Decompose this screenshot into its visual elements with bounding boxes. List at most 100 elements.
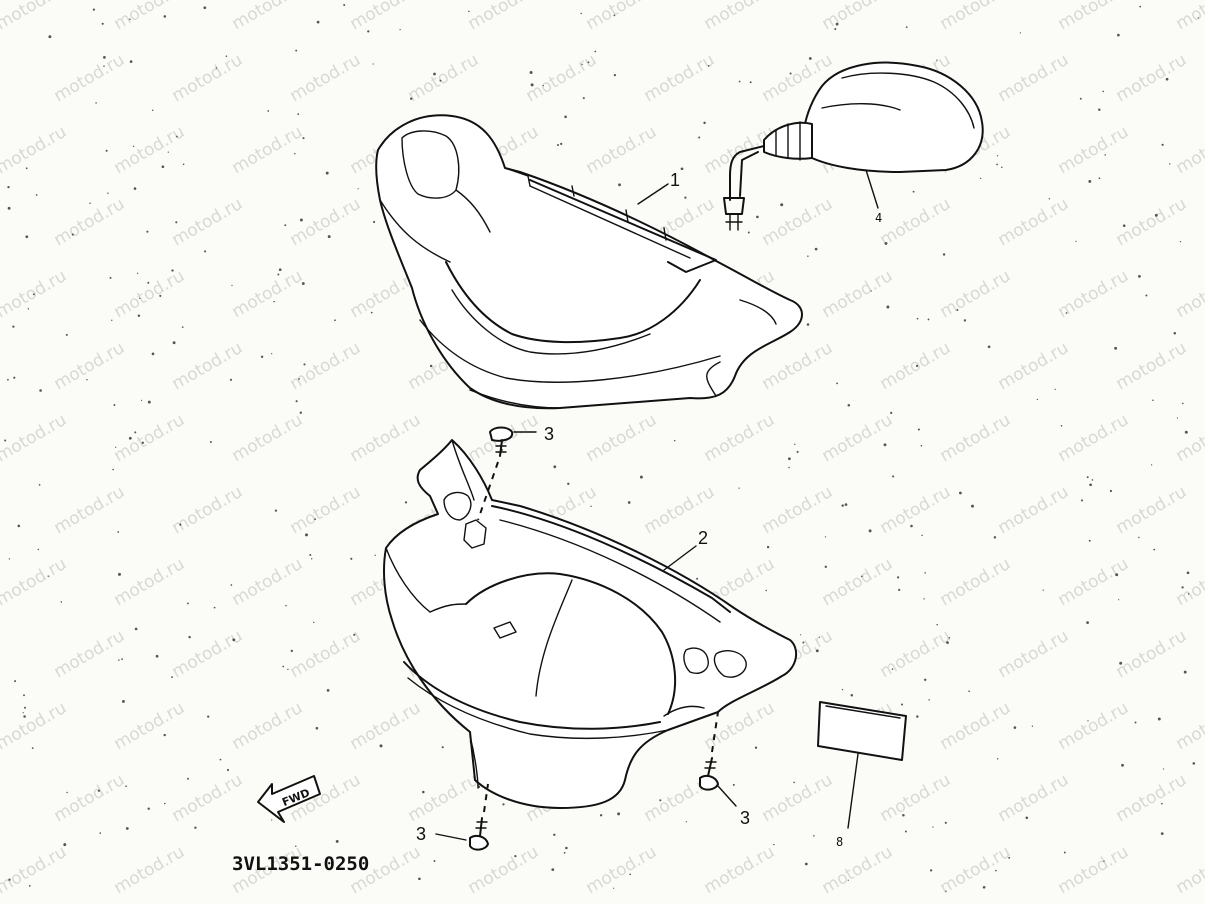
watermark-text: motod.ru [937, 0, 1015, 34]
speckle-dot [945, 890, 947, 892]
watermark-text: motod.ru [111, 842, 189, 898]
watermark-text: motod.ru [287, 50, 365, 106]
speckle-dot [1086, 476, 1089, 479]
speckle-dot [766, 545, 770, 549]
speckle-dot [38, 484, 41, 486]
speckle-dot [441, 746, 444, 749]
watermark-text: motod.ru [229, 0, 307, 34]
speckle-dot [92, 8, 96, 11]
speckle-dot [1161, 143, 1164, 146]
watermark-text: motod.ru [1113, 482, 1191, 538]
speckle-dot [404, 501, 408, 504]
speckle-dot [179, 523, 182, 526]
watermark-text: motod.ru [877, 338, 955, 394]
speckle-dot [993, 536, 997, 539]
watermark-text: motod.ru [877, 482, 955, 538]
speckle-dot [1109, 489, 1112, 493]
speckle-dot [793, 781, 795, 784]
speckle-dot [65, 333, 68, 336]
speckle-dot [756, 215, 759, 219]
speckle-dot [278, 268, 282, 272]
watermark-text: motod.ru [51, 194, 129, 250]
speckle-dot [917, 428, 920, 431]
speckle-dot [299, 411, 302, 414]
watermark-text: motod.ru [405, 770, 483, 826]
watermark-text: motod.ru [701, 0, 779, 34]
watermark-text: motod.ru [1173, 122, 1205, 178]
speckle-dot [1173, 332, 1177, 335]
watermark-text: motod.ru [287, 482, 365, 538]
speckle-dot [350, 557, 353, 560]
speckle-dot [594, 50, 597, 53]
speckle-dot [910, 524, 913, 528]
speckle-dot [802, 641, 805, 644]
speckle-dot [302, 137, 305, 140]
speckle-dot [1117, 33, 1120, 37]
watermark-text: motod.ru [759, 194, 837, 250]
speckle-dot [285, 604, 287, 607]
speckle-dot [870, 290, 872, 292]
speckle-dot [25, 167, 28, 170]
speckle-dot [176, 135, 178, 138]
speckle-dot [132, 145, 135, 148]
part-3-screw-top [489, 426, 514, 457]
speckle-dot [295, 845, 297, 848]
speckle-dot [900, 703, 904, 706]
watermark-text: motod.ru [0, 842, 70, 898]
speckle-dot [151, 109, 154, 111]
speckle-dot [13, 376, 16, 379]
speckle-dot [684, 196, 687, 199]
speckle-dot [995, 869, 997, 872]
speckle-dot [155, 654, 159, 658]
watermark-text: motod.ru [0, 698, 70, 754]
speckle-dot [1054, 388, 1056, 391]
speckle-dot [121, 699, 125, 703]
speckle-dot [182, 163, 185, 166]
speckle-dot [115, 446, 117, 448]
watermark-text: motod.ru [1055, 554, 1133, 610]
watermark-text: motod.ru [583, 410, 661, 466]
speckle-dot [1065, 312, 1068, 314]
speckle-dot [639, 475, 643, 479]
speckle-dot [581, 63, 583, 66]
speckle-dot [71, 233, 74, 236]
speckle-dot [112, 468, 114, 471]
watermark-text: motod.ru [169, 626, 247, 682]
speckle-dot [107, 192, 109, 194]
speckle-dot [146, 230, 149, 233]
watermark-text: motod.ru [169, 194, 247, 250]
speckle-dot [560, 142, 563, 146]
speckle-dot [343, 3, 346, 7]
speckle-dot [231, 284, 233, 287]
leader-part-3-left [435, 833, 467, 841]
speckle-dot [118, 572, 121, 576]
watermark-text: motod.ru [347, 0, 425, 34]
speckle-dot [315, 726, 319, 730]
speckle-dot [1042, 589, 1044, 591]
speckle-dot [209, 441, 212, 443]
speckle-dot [815, 649, 819, 653]
callout-2: 2 [698, 528, 708, 548]
speckle-dot [137, 314, 141, 317]
watermark-text: motod.ru [51, 482, 129, 538]
speckle-dot [942, 253, 946, 256]
speckle-dot [920, 444, 923, 447]
speckle-dot [14, 680, 17, 683]
speckle-dot [147, 807, 150, 810]
speckle-dot [175, 221, 178, 224]
speckle-dot [194, 826, 197, 829]
speckle-dot [301, 282, 305, 285]
speckle-dot [613, 887, 615, 889]
speckle-dot [139, 297, 141, 299]
watermark-text: motod.ru [1055, 0, 1133, 34]
watermark-text: motod.ru [111, 266, 189, 322]
watermark-text: motod.ru [229, 698, 307, 754]
speckle-dot [1152, 399, 1154, 402]
watermark-text: motod.ru [995, 338, 1073, 394]
speckle-dot [7, 185, 10, 189]
speckle-dot [680, 167, 684, 171]
speckle-dot [163, 15, 167, 18]
speckle-dot [27, 308, 30, 310]
speckle-dot [161, 165, 165, 169]
speckle-dot [613, 14, 616, 17]
